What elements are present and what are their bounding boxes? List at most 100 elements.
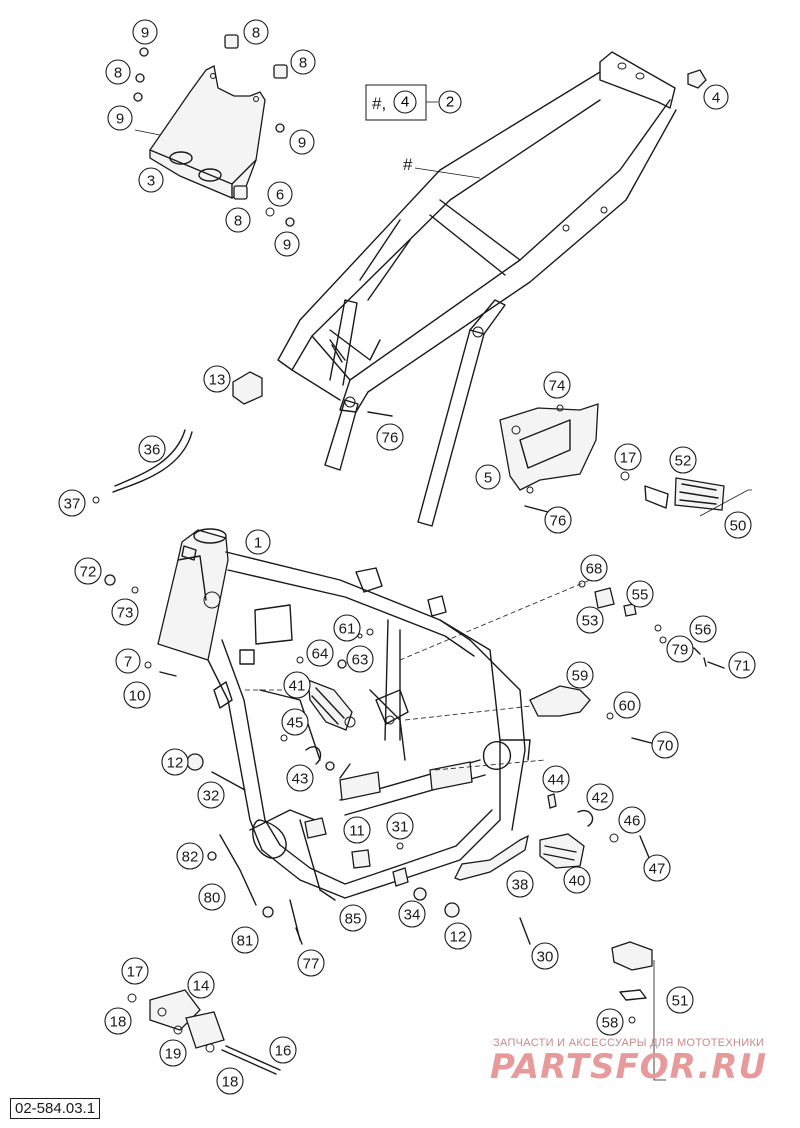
callout-number: 64: [312, 646, 329, 663]
callout-number: 11: [349, 823, 365, 840]
callout-circle: [689, 615, 717, 643]
callout-number: 18: [222, 1074, 239, 1091]
callout-circle: [176, 842, 204, 870]
callout-18: 18: [104, 1007, 132, 1035]
callout-number: 10: [129, 688, 146, 705]
callout-number: 8: [299, 55, 307, 72]
callout-61: 61: [333, 614, 361, 642]
callout-circle: [197, 781, 225, 809]
callout-circle: [651, 731, 679, 759]
callout-circle: [542, 765, 570, 793]
callout-5: 5: [475, 464, 501, 490]
callout-number: 46: [624, 813, 641, 830]
diagram-code-label: 02-584.03.1: [10, 1098, 101, 1119]
callout-number: 70: [657, 738, 674, 755]
bumper-part: [687, 69, 707, 89]
callout-number: 38: [512, 877, 529, 894]
callout-circle: [132, 19, 158, 45]
callout-circle: [339, 904, 367, 932]
callout-circle: [203, 365, 231, 393]
breather-hose: [114, 429, 186, 487]
callout-circle: [111, 598, 139, 626]
callout-44: 44: [542, 765, 570, 793]
callout-number: 42: [592, 790, 609, 807]
callout-74: 74: [543, 371, 571, 399]
callout-circle: [444, 922, 472, 950]
watermark-logo: ЗАПЧАСТИ И АКСЕССУАРЫ ДЛЯ МОТОТЕХНИКИ PA…: [490, 1037, 766, 1087]
callout-number: 50: [730, 518, 747, 535]
callout-circle: [115, 648, 141, 674]
callout-circle: [643, 854, 671, 882]
callout-1: 1: [245, 529, 271, 555]
callout-number: 1: [254, 535, 262, 552]
callout-12: 12: [161, 748, 189, 776]
callout-number: 8: [114, 65, 122, 82]
callout-56: 56: [689, 615, 717, 643]
callout-circle: [506, 870, 534, 898]
rubber-mounts: [133, 34, 295, 227]
kit-box-hash: #,: [372, 94, 386, 113]
callout-circle: [187, 971, 215, 999]
callout-64: 64: [306, 639, 334, 667]
callout-31: 31: [386, 812, 414, 840]
callout-circle: [724, 511, 752, 539]
callout-50: 50: [724, 511, 752, 539]
callout-12: 12: [444, 922, 472, 950]
callout-circle: [376, 423, 404, 451]
callout-circle: [274, 231, 300, 257]
side-plate: [499, 403, 599, 513]
callout-number: 37: [64, 496, 81, 513]
callout-number: 31: [392, 819, 409, 836]
callout-circle: [306, 639, 334, 667]
callout-circle: [566, 661, 594, 689]
callout-9: 9: [132, 19, 158, 45]
callout-number: 40: [569, 873, 586, 890]
callout-circle: [297, 949, 325, 977]
callout-number: 56: [695, 622, 712, 639]
callout-30: 30: [531, 942, 559, 970]
kit-box: #, 4 2: [365, 84, 462, 121]
callout-number: 73: [117, 605, 134, 622]
callout-number: 61: [339, 621, 356, 638]
bolt: [367, 411, 393, 417]
callout-46: 46: [618, 806, 646, 834]
callout-circle: [138, 167, 164, 193]
callout-14: 14: [187, 971, 215, 999]
callout-80: 80: [198, 883, 226, 911]
callout-77: 77: [297, 949, 325, 977]
callout-number: 45: [287, 715, 304, 732]
callout-52: 52: [669, 446, 697, 474]
callout-9: 9: [107, 105, 133, 131]
callout-circle: [614, 443, 642, 471]
callout-number: 30: [537, 949, 554, 966]
subframe-hash-marker: #: [403, 155, 413, 174]
callout-number: 14: [193, 978, 210, 995]
callout-number: 82: [182, 849, 199, 866]
callout-76: 76: [376, 423, 404, 451]
callout-number: 8: [252, 25, 260, 42]
callout-circle: [398, 900, 426, 928]
callout-number: 76: [382, 430, 399, 447]
callout-76: 76: [544, 506, 572, 534]
callout-number: 9: [116, 111, 124, 128]
callout-circle: [563, 866, 591, 894]
callout-circle: [586, 783, 614, 811]
callout-9: 9: [274, 231, 300, 257]
callout-42: 42: [586, 783, 614, 811]
callout-number: 7: [124, 654, 132, 671]
callout-85: 85: [339, 904, 367, 932]
callout-circle: [198, 883, 226, 911]
callout-circle: [666, 635, 694, 663]
callout-number: 32: [203, 788, 220, 805]
callout-circle: [107, 105, 133, 131]
callout-number: 44: [548, 772, 565, 789]
callout-circle: [267, 181, 293, 207]
callout-number: 51: [672, 993, 689, 1010]
callout-36: 36: [138, 435, 166, 463]
callout-19: 19: [159, 1039, 187, 1067]
callout-number: 47: [649, 861, 666, 878]
callout-11: 11: [343, 816, 371, 844]
callout-59: 59: [566, 661, 594, 689]
